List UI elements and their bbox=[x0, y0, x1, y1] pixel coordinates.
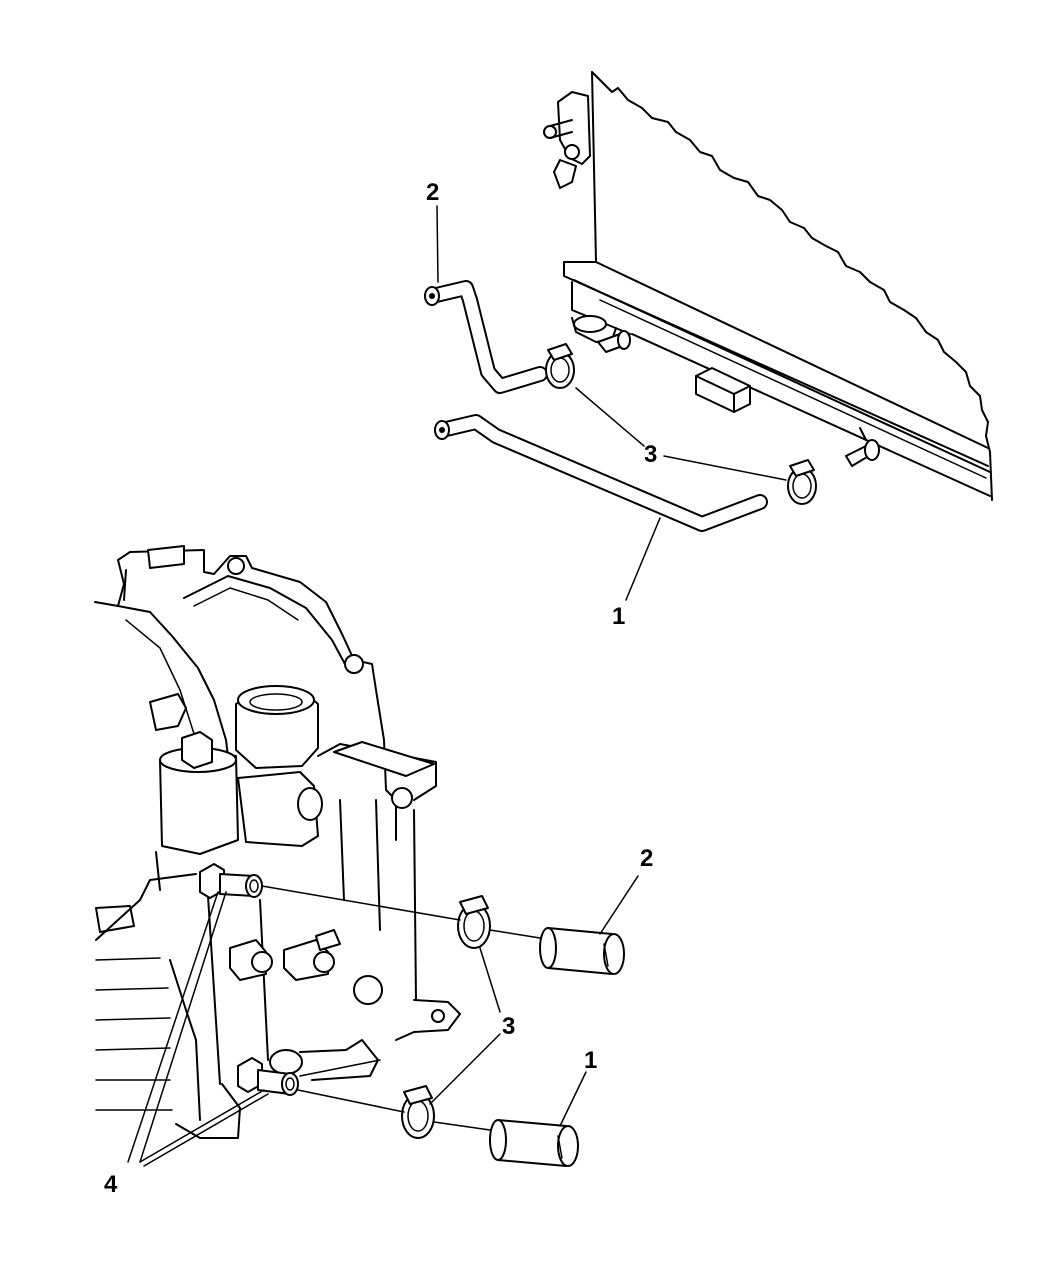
upper-cooler-hose-short bbox=[424, 280, 548, 394]
hose-segment bbox=[539, 927, 625, 975]
leader-line bbox=[139, 1089, 265, 1163]
leader-line bbox=[436, 205, 439, 283]
leader-line bbox=[429, 1033, 501, 1105]
assembly-line bbox=[433, 1121, 491, 1131]
cooler-line-fitting bbox=[199, 863, 263, 899]
leader-line bbox=[625, 517, 661, 601]
callout-1-bottom: 1 bbox=[584, 1047, 597, 1074]
leader-line bbox=[127, 891, 219, 1163]
hose-segment bbox=[489, 1119, 579, 1167]
assembly-line bbox=[297, 1089, 405, 1113]
callout-1-top: 1 bbox=[612, 603, 625, 630]
leader-line bbox=[599, 875, 639, 935]
upper-cooler-hose-long bbox=[434, 414, 768, 532]
callout-2-bottom: 2 bbox=[640, 845, 653, 872]
assembly-line bbox=[299, 1059, 381, 1077]
hose-clamp-icon bbox=[457, 895, 491, 949]
hose-clamp-icon bbox=[401, 1085, 435, 1139]
leader-line bbox=[559, 1071, 587, 1127]
hose-clamp-icon bbox=[545, 343, 575, 389]
callout-3-bottom: 3 bbox=[502, 1013, 515, 1040]
leader-line bbox=[575, 387, 645, 447]
callout-3-top: 3 bbox=[644, 441, 657, 468]
callout-4: 4 bbox=[104, 1171, 118, 1198]
callout-2-top: 2 bbox=[426, 179, 439, 206]
cooler-line-fitting bbox=[237, 1057, 299, 1096]
leader-line bbox=[479, 947, 501, 1013]
leader-line bbox=[663, 455, 787, 481]
assembly-line bbox=[489, 929, 541, 939]
transmission-case bbox=[94, 545, 461, 1139]
assembly-line bbox=[261, 885, 461, 921]
leader-line bbox=[139, 891, 227, 1163]
hose-clamp-icon bbox=[787, 459, 817, 505]
leader-line bbox=[143, 1093, 269, 1167]
radiator bbox=[543, 71, 993, 501]
